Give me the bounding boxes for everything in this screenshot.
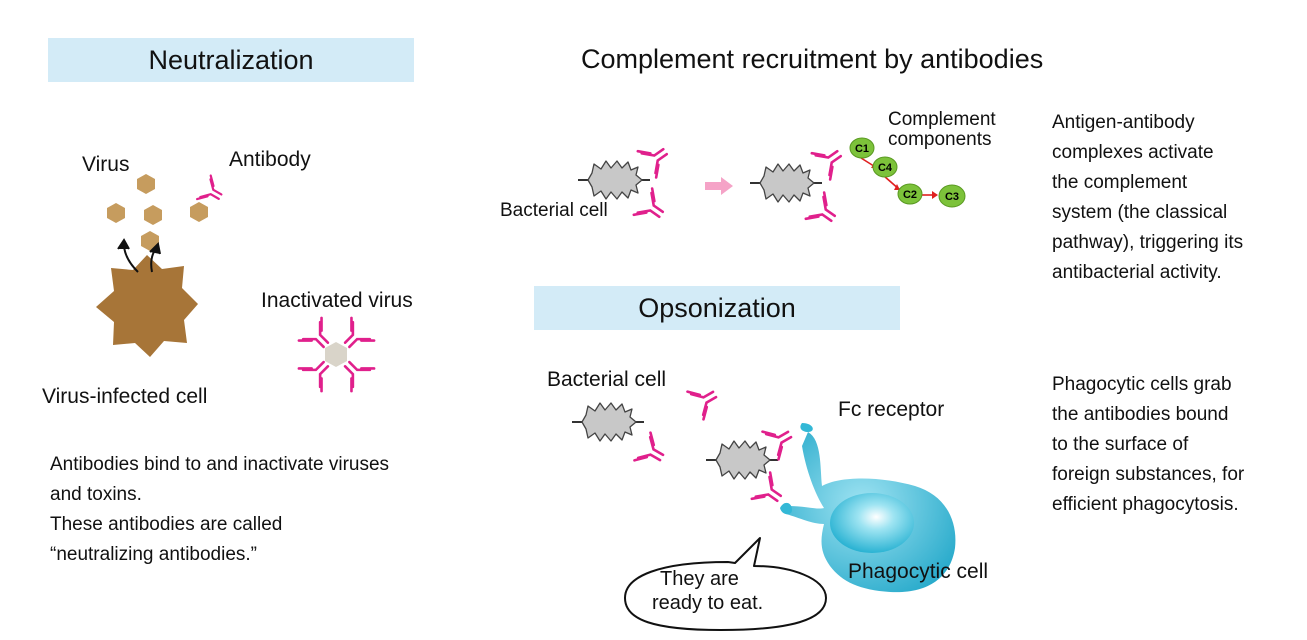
complement-description-line: Antigen-antibody [1052, 112, 1195, 133]
complement-c2-label: C2 [903, 189, 917, 201]
speech-bubble-line: They are [660, 568, 739, 590]
speech-bubble-text: They are ready to eat. [652, 567, 763, 615]
budding-arrows-icon [117, 238, 161, 273]
opsonization-description: Phagocytic cells grab the antibodies bou… [1052, 370, 1244, 520]
complement-description: Antigen-antibody complexes activate the … [1052, 108, 1243, 288]
complement-components-line: Complement [888, 109, 996, 130]
virus-particle [144, 205, 162, 225]
phagocytic-cell [780, 423, 956, 593]
complement-c2-icon [897, 183, 923, 205]
phagocytic-cell-label: Phagocytic cell [848, 560, 989, 583]
complement-components-label: Complement components [888, 110, 996, 150]
virus-particle [107, 203, 125, 223]
complement-components-line: components [888, 129, 992, 150]
neutralization-description-line: “neutralizing antibodies.” [50, 544, 258, 565]
complement-c1-icon [849, 137, 875, 159]
inactivated-virus [297, 316, 376, 393]
complement-description-line: complexes activate [1052, 142, 1214, 163]
opsonization-free-antibodies [633, 379, 724, 473]
neutralization-description: Antibodies bind to and inactivate viruse… [50, 450, 389, 570]
virus-particle [141, 231, 159, 251]
opsonized-bacterium [705, 440, 779, 480]
virus-particles [107, 174, 208, 251]
opsonization-description-line: efficient phagocytosis. [1052, 494, 1239, 515]
complement-c3-label: C3 [945, 191, 959, 203]
complement-description-line: system (the classical [1052, 202, 1228, 223]
virus-label: Virus [82, 153, 130, 176]
complement-title: Complement recruitment by antibodies [581, 44, 1044, 74]
complement-description-line: pathway), triggering its [1052, 232, 1244, 253]
neutralization-description-line: and toxins. [50, 484, 142, 505]
speech-bubble [624, 537, 827, 631]
opsonization-bacterial-cell-label: Bacterial cell [547, 368, 667, 391]
opsonization-description-line: to the surface of [1052, 434, 1189, 455]
bacterial-cell-free [571, 402, 645, 442]
complement-description-line: antibacterial activity. [1052, 262, 1222, 283]
complement-c1-label: C1 [855, 143, 869, 155]
complement-c4-icon [872, 156, 898, 178]
nucleus [830, 493, 914, 553]
virus-particle [137, 174, 155, 194]
opsonization-description-line: Phagocytic cells grab [1052, 374, 1232, 395]
neutralization-title: Neutralization [48, 38, 414, 82]
opsonization-title-text: Opsonization [638, 292, 796, 323]
opsonization-title: Opsonization [534, 286, 900, 330]
complement-description-line: the complement [1052, 172, 1188, 193]
opsonization-description-line: foreign substances, for [1052, 464, 1245, 485]
fc-receptor-label: Fc receptor [838, 398, 945, 421]
bacterial-cell-label: Bacterial cell [500, 200, 608, 221]
neutralization-title-text: Neutralization [148, 44, 314, 75]
inactivated-virus-label: Inactivated virus [261, 289, 413, 312]
bacterial-cell-activated [749, 163, 823, 203]
complement-c4-label: C4 [878, 162, 893, 174]
bound-antibodies-a [632, 137, 676, 229]
opsonization-description-line: the antibodies bound [1052, 404, 1229, 425]
bound-antibodies-b [804, 139, 850, 233]
antibody-label: Antibody [229, 148, 311, 171]
infected-cell [96, 255, 198, 357]
virus-particle [190, 202, 208, 222]
complement-cascade: C1 C4 C2 C3 [849, 137, 966, 208]
neutralization-description-line: These antibodies are called [50, 514, 283, 535]
bacterial-cell-complement [577, 160, 651, 200]
process-arrow-icon [705, 177, 733, 195]
infected-cell-label: Virus-infected cell [42, 385, 208, 408]
speech-bubble-line: ready to eat. [652, 592, 764, 614]
complement-c3-icon [938, 184, 966, 208]
neutralization-description-line: Antibodies bind to and inactivate viruse… [50, 454, 390, 475]
